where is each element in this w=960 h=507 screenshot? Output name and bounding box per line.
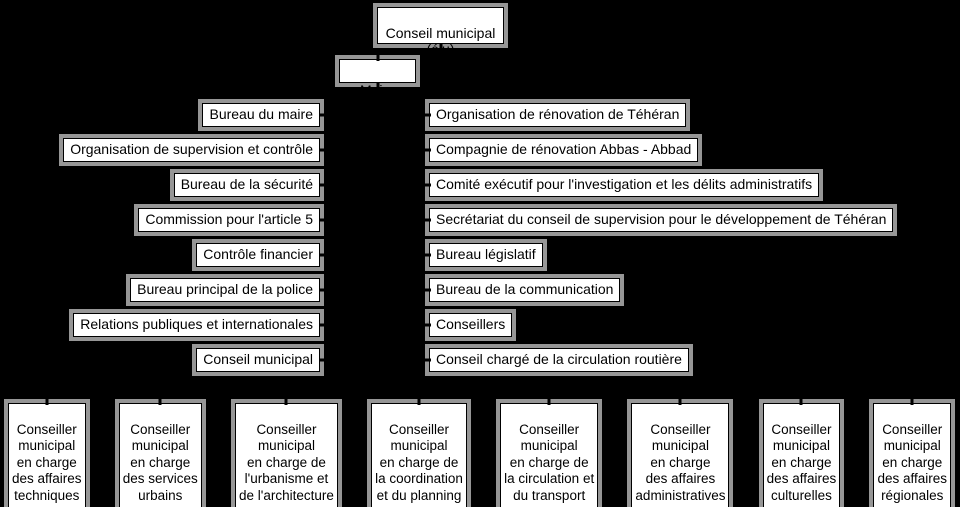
councillor-box: Conseiller municipal en charge des affai… [873,397,951,507]
unit-label: Comité exécutif pour l'investigation et … [436,176,813,192]
connector-tick [318,183,326,187]
councillor-box: Conseiller municipal en charge des affai… [8,397,86,507]
connector-tick [376,81,379,89]
right-units-column: Organisation de rénovation de Téhéran Co… [423,103,894,372]
unit-label: Organisation de supervision et contrôle [70,141,313,157]
connector-tick [423,148,431,152]
connector-tick [423,358,431,362]
connector-tick [423,113,431,117]
unit-box: Bureau principal de la police [130,278,326,302]
connector-tick [439,42,442,50]
unit-box: Commission pour l'article 5 [138,208,326,232]
connector-tick [417,397,421,405]
councillor-label: Conseiller municipal en charge des affai… [635,421,726,507]
unit-box: Comité exécutif pour l'investigation et … [423,173,820,197]
connector-tick [45,397,49,405]
unit-box: Secrétariat du conseil de supervision po… [423,208,894,232]
unit-label: Bureau principal de la police [137,281,313,297]
connector-tick [423,288,431,292]
connector-tick [318,113,326,117]
councillor-box: Conseiller municipal en charge de la cir… [500,397,599,507]
unit-label: Conseil municipal [203,351,313,367]
unit-label: Contrôle financier [203,246,313,262]
councillor-box: Conseiller municipal en charge des affai… [631,397,730,507]
unit-box: Conseil municipal [196,348,326,372]
unit-box: Organisation de rénovation de Téhéran [423,103,687,127]
unit-box: Conseillers [423,313,513,337]
unit-label: Conseil chargé de la circulation routièr… [436,351,682,367]
node-label: Maire [359,82,395,98]
councillor-box: Conseiller municipal en charge de l'urba… [235,397,338,507]
unit-label: Relations publiques et internationales [80,316,313,332]
connector-tick [799,397,803,405]
councillor-label: Conseiller municipal en charge des affai… [766,421,837,507]
connector-tick [423,323,431,327]
unit-box: Contrôle financier [196,243,326,267]
councillors-row: Conseiller municipal en charge des affai… [8,397,951,507]
node-maire: Maire [339,53,416,98]
unit-box: Bureau du maire [202,103,326,127]
unit-label: Bureau de la sécurité [180,176,313,192]
unit-box: Compagnie de rénovation Abbas - Abbad [423,138,699,162]
councillor-box: Conseiller municipal en charge de la coo… [371,397,467,507]
connector-tick [318,288,326,292]
councillor-label: Conseiller municipal en charge de l'urba… [239,421,334,503]
connector-tick [423,183,431,187]
connector-tick [318,323,326,327]
councillor-label: Conseiller municipal en charge de la coo… [375,421,463,503]
unit-label: Compagnie de rénovation Abbas - Abbad [436,141,692,157]
councillor-label: Conseiller municipal en charge de la cir… [504,421,595,503]
councillor-label: Conseiller municipal en charge des servi… [122,421,198,503]
connector-tick [547,397,551,405]
councillor-box: Conseiller municipal en charge des servi… [118,397,202,507]
unit-box: Bureau de la communication [423,278,621,302]
unit-label: Organisation de rénovation de Téhéran [436,106,680,122]
unit-box: Bureau législatif [423,243,543,267]
councillor-label: Conseiller municipal en charge des affai… [12,421,82,503]
connector-tick [318,253,326,257]
unit-label: Bureau du maire [209,106,313,122]
connector-tick [284,397,288,405]
unit-box: Relations publiques et internationales [73,313,326,337]
connector-tick [318,218,326,222]
connector-tick [158,397,162,405]
councillor-box: Conseiller municipal en charge des affai… [762,397,841,507]
node-conseil-municipal-elu: Conseil municipal (élu) [377,7,504,57]
unit-label: Secrétariat du conseil de supervision po… [436,211,887,227]
unit-box: Bureau de la sécurité [173,173,326,197]
connector-tick [678,397,682,405]
connector-tick [318,358,326,362]
unit-box: Organisation de supervision et contrôle [63,138,326,162]
connector-tick [376,53,379,61]
left-units-column: Bureau du maire Organisation de supervis… [63,103,326,372]
node-label: Conseil municipal (élu) [385,25,496,57]
connector-tick [423,218,431,222]
unit-label: Bureau législatif [436,246,536,262]
unit-label: Commission pour l'article 5 [145,211,313,227]
connector-tick [423,253,431,257]
connector-tick [318,148,326,152]
unit-label: Conseillers [436,316,506,332]
connector-tick [910,397,914,405]
unit-box: Conseil chargé de la circulation routièr… [423,348,689,372]
unit-label: Bureau de la communication [436,281,614,297]
councillor-label: Conseiller municipal en charge des affai… [877,421,947,503]
